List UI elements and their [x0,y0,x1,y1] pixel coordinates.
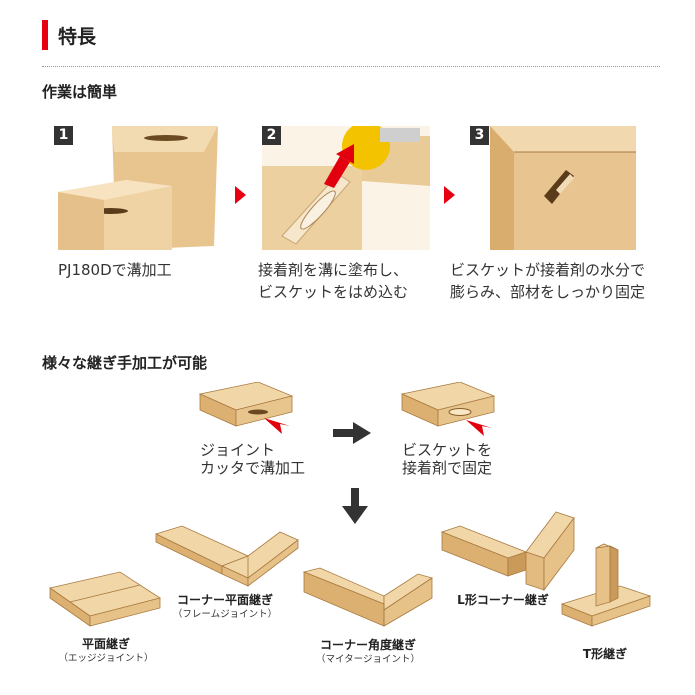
heading-accent-bar [42,20,48,50]
step-1-photo [54,126,218,250]
step-1-caption: PJ180Dで溝加工 [58,259,172,281]
divider [42,66,660,67]
step-3-photo [470,126,636,250]
t-joint-illustration [560,543,652,627]
arrow-right-icon [444,186,455,204]
frame-joint-label: コーナー平面継ぎ [176,593,273,607]
caption-line: カッタで溝加工 [200,459,306,477]
step-1-image [54,126,218,250]
l-corner-joint-illustration [440,511,575,592]
frame-joint-sublabel: （フレームジョイント） [172,609,278,620]
arrow-right-icon [235,186,246,204]
arrow-right-icon [333,422,371,444]
caption-line: 接着剤を溝に塗布し、 [258,261,409,279]
groove-board-illustration [198,382,294,434]
caption-line: PJ180Dで溝加工 [58,261,172,279]
step-2-badge: 2 [262,126,281,145]
miter-joint-sublabel: （マイタージョイント） [316,654,420,665]
joints-heading: 様々な継ぎ手加工が可能 [42,354,208,372]
step-2-image [262,126,430,250]
step-3-badge: 3 [470,126,489,145]
miter-joint-label: コーナー角度継ぎ [319,638,416,652]
caption-line: ジョイント [200,441,276,459]
flow-step-1-caption: ジョイント カッタで溝加工 [200,441,305,477]
work-easy-heading: 作業は簡単 [42,83,118,101]
section-title: 特長 [58,26,97,48]
edge-joint-sublabel: （エッジジョイント） [58,653,154,664]
frame-joint-illustration [154,525,299,587]
arrow-down-icon [342,488,368,524]
l-corner-joint-label: L形コーナー継ぎ [457,593,549,607]
step-3-image [470,126,636,250]
t-joint-label: T形継ぎ [582,647,628,661]
caption-line: ビスケットを [402,441,493,459]
miter-joint-illustration [302,567,433,627]
step-2-caption: 接着剤を溝に塗布し、 ビスケットをはめ込む [258,259,408,303]
step-3-caption: ビスケットが接着剤の水分で 膨らみ、部材をしっかり固定 [450,259,645,303]
caption-line: ビスケットが接着剤の水分で [450,261,646,279]
step-2-photo [262,126,430,250]
edge-joint-label: 平面継ぎ [81,637,130,651]
step-1-badge: 1 [54,126,73,145]
edge-joint-illustration [49,571,161,627]
caption-line: 接着剤で固定 [402,459,493,477]
biscuit-board-illustration [400,382,496,436]
flow-step-2-caption: ビスケットを 接着剤で固定 [402,441,492,477]
caption-line: ビスケットをはめ込む [258,283,409,301]
caption-line: 膨らみ、部材をしっかり固定 [450,283,646,301]
